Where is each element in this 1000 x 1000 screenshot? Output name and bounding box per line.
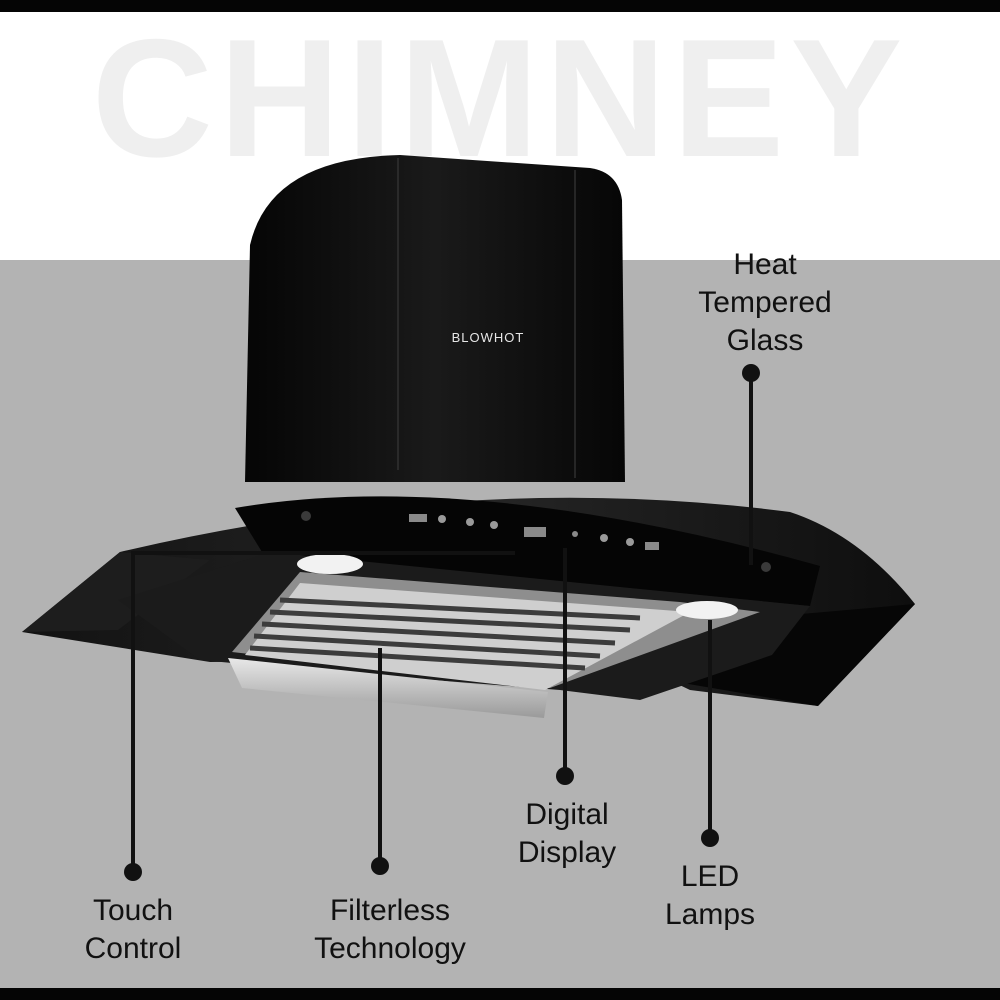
watermark-title: CHIMNEY — [91, 4, 909, 192]
heat-glass-dot — [742, 364, 760, 382]
chimney-tower: BLOWHOT — [245, 155, 625, 482]
baffle-filter — [228, 583, 690, 718]
top-frame-bar — [0, 0, 1000, 12]
label-digital-display: Digital Display — [517, 798, 617, 869]
callout-dots — [124, 364, 760, 881]
filterless-dot — [371, 857, 389, 875]
label-led-lamps: LED Lamps — [664, 860, 756, 931]
led-dot — [701, 829, 719, 847]
label-filterless-technology: Filterless Technology — [314, 894, 466, 965]
label-heat-tempered-glass: Heat Tempered Glass — [698, 248, 832, 357]
touch-control-dot — [124, 863, 142, 881]
led-lamp-right — [676, 601, 738, 619]
callout-lines — [131, 373, 753, 872]
bottom-frame-bar — [0, 988, 1000, 1000]
digital-display-dot — [556, 767, 574, 785]
label-touch-control: Touch Control — [84, 894, 182, 965]
touch-control-line — [131, 551, 515, 872]
led-lamp-left — [297, 554, 363, 574]
control-panel — [235, 496, 820, 606]
brand-logo: BLOWHOT — [452, 330, 525, 345]
